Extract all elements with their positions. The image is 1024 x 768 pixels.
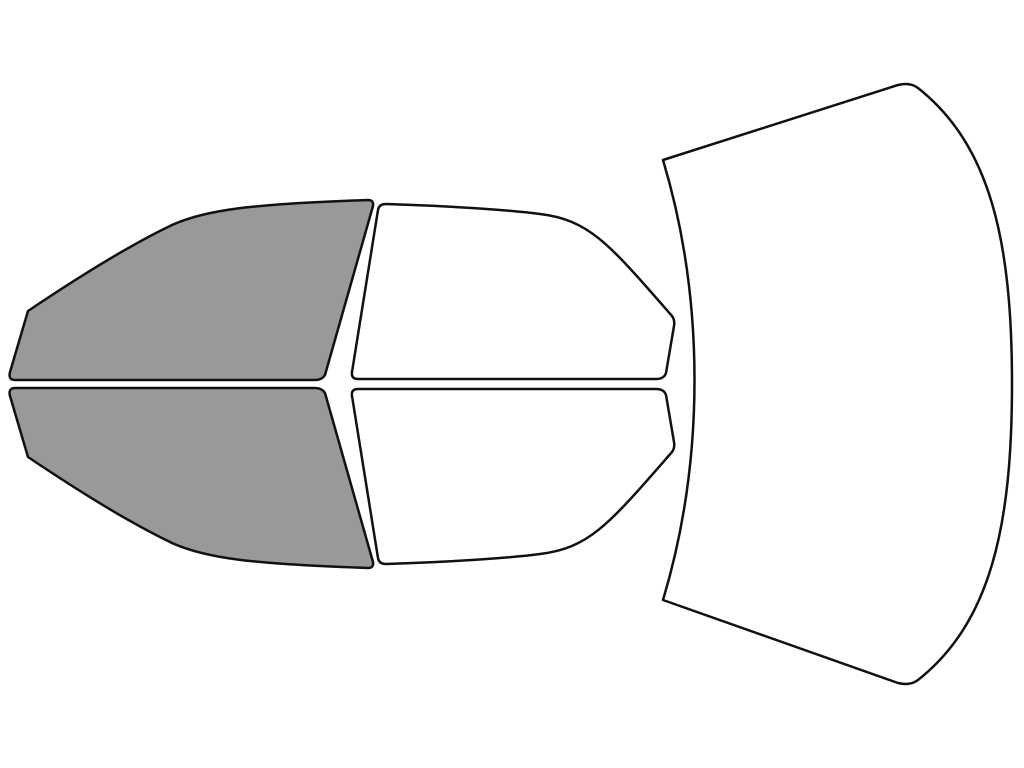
front-passenger-window[interactable] <box>8 386 375 570</box>
rear-driver-window[interactable] <box>350 202 676 381</box>
rear-windshield[interactable] <box>661 82 1014 686</box>
front-driver-window[interactable] <box>8 198 375 382</box>
rear-passenger-window[interactable] <box>350 387 676 566</box>
